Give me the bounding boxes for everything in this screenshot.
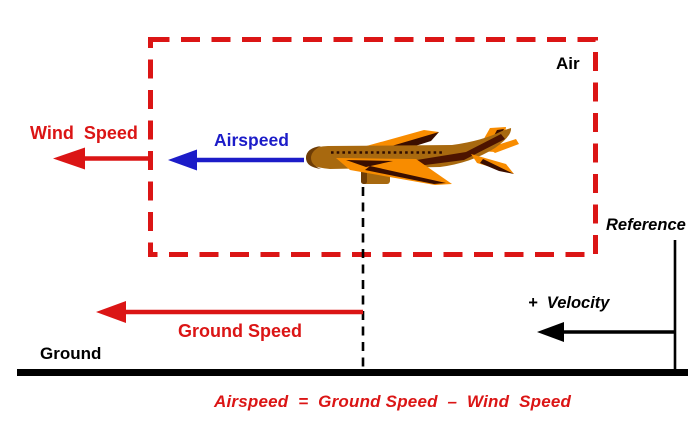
air-boundary-box	[148, 37, 598, 257]
airplane-icon	[306, 127, 519, 185]
positive-velocity-label: + Velocity	[528, 294, 610, 312]
wind-speed-arrow	[53, 147, 150, 170]
ground-label: Ground	[40, 344, 102, 363]
ground-speed-arrow	[96, 301, 363, 323]
reference-label: Reference	[606, 216, 686, 234]
airspeed-label: Airspeed	[214, 130, 289, 150]
wind-speed-label: Wind Speed	[30, 123, 138, 143]
velocity-arrow	[537, 322, 674, 342]
air-label: Air	[556, 54, 580, 73]
ground-speed-label: Ground Speed	[178, 321, 303, 341]
airspeed-arrow	[168, 149, 304, 171]
airspeed-equation: Airspeed = Ground Speed – Wind Speed	[214, 392, 572, 411]
